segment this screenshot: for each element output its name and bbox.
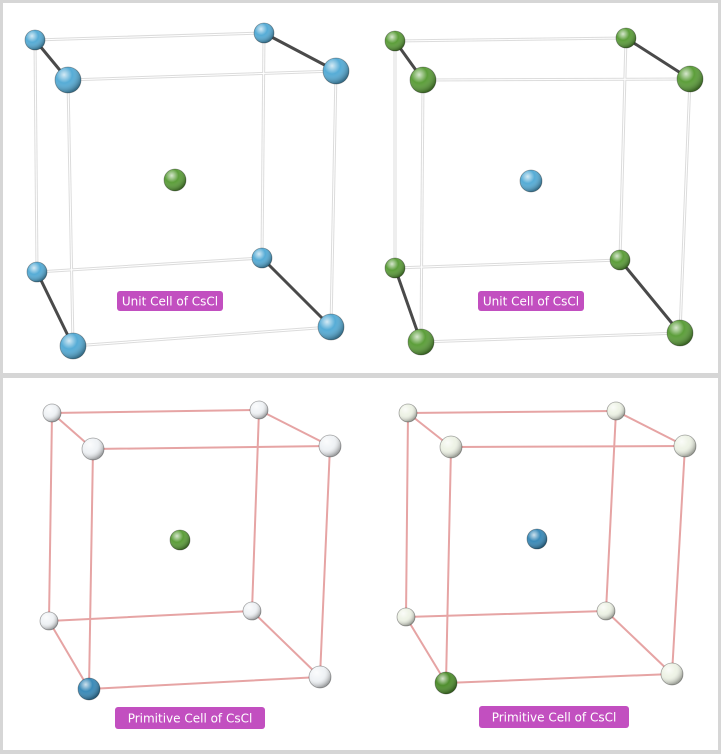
- corner-atom-shading: [82, 438, 104, 460]
- cell-edge: [34, 32, 265, 41]
- cell-edge: [405, 616, 447, 684]
- corner-atom-shading: [385, 31, 405, 51]
- cell-edge: [88, 676, 321, 690]
- corner-atom-shading: [254, 23, 274, 43]
- cell-atoms: [24, 22, 350, 360]
- cell-label-text: Unit Cell of CsCl: [122, 295, 218, 309]
- cell-edge: [251, 409, 260, 612]
- cell-label: Unit Cell of CsCl: [478, 291, 584, 311]
- corner-atom-shading: [397, 608, 415, 626]
- cell-edge: [407, 410, 617, 414]
- cell-edge: [260, 256, 333, 329]
- cell-edge: [319, 445, 331, 678]
- corner-atom-shading: [250, 401, 268, 419]
- corner-atom-shading: [252, 248, 272, 268]
- cell-edge: [394, 37, 627, 42]
- corner-atom-shading: [385, 258, 405, 278]
- corner-atom-shading: [610, 250, 630, 270]
- corner-atom-shading: [55, 67, 81, 93]
- cell-edge: [92, 445, 331, 450]
- cell-edge: [420, 332, 681, 343]
- cell-edge: [330, 70, 337, 328]
- cell-label-text: Primitive Cell of CsCl: [492, 711, 617, 725]
- cell-atoms: [396, 401, 697, 695]
- cell-edge: [67, 79, 74, 347]
- cell-edge: [261, 32, 265, 259]
- panel-unit-cells: [3, 3, 718, 373]
- cell-label: Unit Cell of CsCl: [117, 291, 223, 311]
- cell-edge: [51, 409, 260, 414]
- cell-edge: [258, 409, 331, 447]
- cell-edge: [251, 610, 321, 678]
- cell-edge: [445, 446, 452, 684]
- cell-edge: [34, 39, 38, 273]
- cell-edge: [67, 70, 337, 81]
- cell-edge: [405, 610, 607, 618]
- corner-atom-shading: [318, 314, 344, 340]
- cell-edges: [33, 31, 338, 348]
- center-atom-shading: [527, 529, 547, 549]
- cell-edge: [394, 259, 621, 269]
- corner-atom-shading: [43, 404, 61, 422]
- corner-atom-shading: [677, 66, 703, 92]
- corner-atom-shading: [616, 28, 636, 48]
- cell-edges: [405, 410, 686, 684]
- cell-atoms: [39, 400, 342, 701]
- cell-label: Primitive Cell of CsCl: [115, 707, 265, 729]
- cell-edge: [422, 78, 691, 81]
- corner-atom-shading: [607, 402, 625, 420]
- corner-atom-shading: [25, 30, 45, 50]
- cell-edge: [405, 412, 409, 618]
- cell-edge: [450, 445, 686, 448]
- cell-edge: [605, 410, 617, 612]
- cell-edge: [48, 412, 53, 622]
- cell-edge: [48, 620, 90, 690]
- cell-label-text: Primitive Cell of CsCl: [128, 712, 253, 726]
- cell-edge: [671, 445, 686, 675]
- cell-edge: [619, 37, 627, 261]
- corner-atom-shading: [309, 666, 331, 688]
- cell-diagram-primitive-cl: Primitive Cell of CsCl: [396, 401, 697, 728]
- corner-atom-shading: [667, 320, 693, 346]
- corner-atom-shading: [597, 602, 615, 620]
- corner-atom-shading: [399, 404, 417, 422]
- cell-edge: [88, 448, 94, 690]
- corner-atom-shading: [435, 672, 457, 694]
- corner-atom-shading: [408, 329, 434, 355]
- cell-diagram-unit-cl: Unit Cell of CsCl: [384, 27, 704, 356]
- corner-atom-shading: [661, 663, 683, 685]
- cell-label: Primitive Cell of CsCl: [479, 706, 629, 728]
- corner-atom-shading: [674, 435, 696, 457]
- cell-edge: [393, 266, 423, 344]
- cell-edge: [679, 78, 691, 334]
- corner-atom-shading: [440, 436, 462, 458]
- corner-atom-shading: [410, 67, 436, 93]
- center-atom-shading: [520, 170, 542, 192]
- corner-atom-shading: [40, 612, 58, 630]
- cell-atoms: [384, 27, 704, 356]
- cell-edge: [618, 258, 682, 335]
- cell-edge: [48, 610, 253, 622]
- corner-atom-shading: [60, 333, 86, 359]
- corner-atom-shading: [27, 262, 47, 282]
- cell-label-text: Unit Cell of CsCl: [483, 295, 579, 309]
- corner-atom-shading: [78, 678, 100, 700]
- cell-diagram-primitive-cs: Primitive Cell of CsCl: [39, 400, 342, 729]
- cell-edge: [615, 410, 686, 447]
- cell-edge: [35, 270, 75, 348]
- cell-edge: [72, 326, 332, 347]
- corner-atom-shading: [319, 435, 341, 457]
- center-atom-shading: [164, 169, 186, 191]
- corner-atom-shading: [243, 602, 261, 620]
- corner-atom-shading: [323, 58, 349, 84]
- cell-edge: [36, 257, 263, 273]
- cell-edge: [605, 610, 673, 675]
- cell-diagram-unit-cs: Unit Cell of CsCl: [24, 22, 350, 360]
- cell-edge: [445, 673, 673, 684]
- center-atom-shading: [170, 530, 190, 550]
- cell-edge: [262, 31, 338, 73]
- cell-edges: [48, 409, 331, 690]
- cell-edge: [420, 79, 424, 343]
